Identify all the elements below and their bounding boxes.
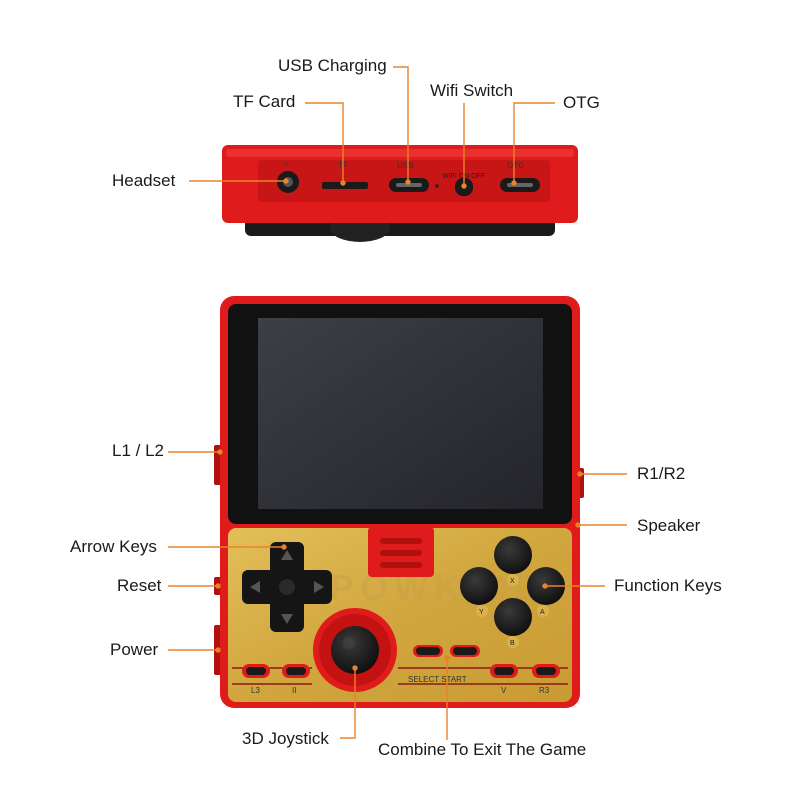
tf-card-label: TF Card — [233, 92, 296, 111]
usb-port-mark: USB — [397, 161, 413, 170]
l1-l2-label: L1 / L2 — [112, 441, 164, 460]
x-button-label: X — [510, 578, 515, 585]
b-button-label: B — [510, 640, 515, 647]
select-start-label: SELECT START — [408, 675, 467, 684]
function-keys: X Y A B — [460, 536, 565, 648]
r3-label: R3 — [539, 686, 550, 695]
screen — [258, 318, 543, 509]
reset-label: Reset — [117, 576, 162, 595]
a-button-label: A — [540, 609, 545, 616]
headphone-icon: ∩ — [283, 159, 289, 168]
3d-joystick — [313, 608, 397, 692]
arrow-keys-label: Arrow Keys — [70, 537, 157, 556]
combine-exit-label: Combine To Exit The Game — [378, 740, 587, 759]
otg-port-mark: OTG — [507, 161, 524, 170]
l3-label: L3 — [251, 686, 260, 695]
function-keys-label: Function Keys — [614, 576, 722, 595]
tf-card-slot — [322, 182, 368, 189]
speaker-label: Speaker — [637, 516, 701, 535]
usb-charging-label: USB Charging — [278, 56, 387, 75]
power-label: Power — [110, 640, 159, 659]
3d-joystick-label: 3D Joystick — [242, 729, 329, 748]
wifi-switch-label: Wifi Switch — [430, 81, 514, 100]
otg-label: OTG — [563, 93, 600, 112]
r1-r2-label: R1/R2 — [637, 464, 686, 483]
y-button-label: Y — [479, 609, 484, 616]
front-view: POWKIDDY X Y A B — [214, 296, 584, 708]
leader-lines — [168, 66, 627, 740]
headset-label: Headset — [112, 171, 176, 190]
ii-label: II — [292, 686, 296, 695]
top-view: ∩ TF USB WIFI ON OFF OTG — [222, 145, 578, 242]
d-pad — [242, 542, 332, 632]
v-label: V — [501, 686, 507, 695]
